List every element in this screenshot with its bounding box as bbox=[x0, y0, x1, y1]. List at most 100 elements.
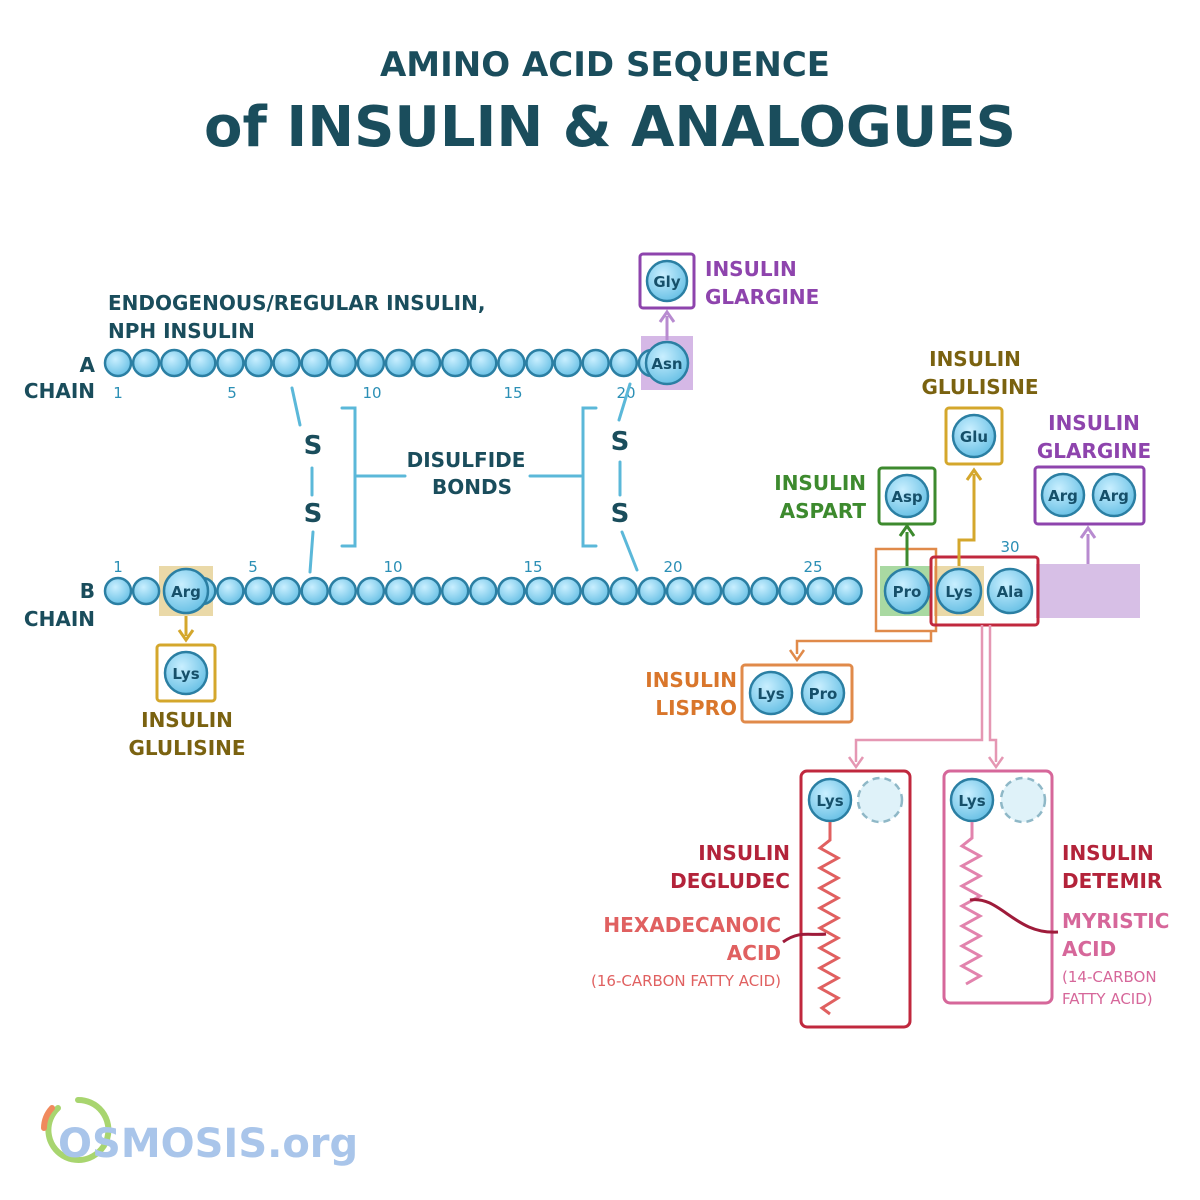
lys-pro-residues: Lys Pro bbox=[748, 670, 846, 716]
degludec-label-2: DEGLUDEC bbox=[670, 869, 790, 893]
connector-to-degludec bbox=[854, 625, 984, 762]
myristic-note-1: (14-CARBON bbox=[1062, 968, 1157, 986]
hexadecanoic-label-2: ACID bbox=[727, 941, 781, 965]
glu-label: Glu bbox=[960, 428, 988, 446]
detemir-lys-label: Lys bbox=[958, 792, 985, 810]
hexadecanoic-pointer bbox=[782, 932, 827, 944]
degludec-label-1: INSULIN bbox=[698, 841, 790, 865]
a-chain-bead bbox=[356, 348, 386, 378]
b-chain-bead bbox=[272, 576, 301, 606]
detemir-removed-residue bbox=[999, 776, 1047, 824]
lispro-label-2: LISPRO bbox=[655, 696, 737, 720]
b-num-25: 25 bbox=[803, 558, 822, 576]
b-chain-bead bbox=[581, 576, 610, 606]
b-chain-extension bbox=[1036, 564, 1140, 618]
a-chain-bead bbox=[159, 348, 189, 378]
b-num-5: 5 bbox=[248, 558, 258, 576]
b-num-30: 30 bbox=[1000, 538, 1019, 556]
b-num-10: 10 bbox=[383, 558, 402, 576]
logo-ring-icon bbox=[45, 1096, 112, 1163]
b-chain-bead bbox=[778, 576, 807, 606]
arrow-to-lispro bbox=[795, 631, 933, 654]
b-chain-bead bbox=[244, 576, 273, 606]
a-num-15: 15 bbox=[503, 384, 522, 402]
a-chain-bead bbox=[216, 348, 245, 378]
degludec-lys-label: Lys bbox=[816, 792, 843, 810]
myristic-pointer bbox=[969, 898, 1059, 934]
lispro-lys-label: Lys bbox=[757, 685, 784, 703]
arg-2-label: Arg bbox=[1099, 487, 1129, 505]
logo-text: OSMOSIS.org bbox=[58, 1121, 358, 1167]
b-chain-bead bbox=[525, 576, 554, 606]
b-chain-letter: B bbox=[80, 579, 95, 603]
arg-label: Arg bbox=[171, 583, 201, 601]
argarg-box bbox=[1033, 465, 1146, 526]
b-chain-bead bbox=[637, 576, 667, 606]
glargine-a-label-1: INSULIN bbox=[705, 257, 797, 281]
detemir-label-1: INSULIN bbox=[1062, 841, 1154, 865]
detemir-degludec-connectors bbox=[847, 625, 1005, 770]
aspart-label-1: INSULIN bbox=[774, 471, 866, 495]
gly-label: Gly bbox=[653, 273, 680, 291]
arrow-head-gly bbox=[658, 309, 676, 323]
a-chain-bead bbox=[609, 348, 639, 378]
b-chain-bead bbox=[440, 576, 470, 606]
b-chain-bead bbox=[216, 576, 245, 606]
b-chain-bead bbox=[103, 576, 133, 606]
disulfide-left-line-top bbox=[290, 386, 302, 427]
lispro-label-1: INSULIN bbox=[645, 668, 737, 692]
a-chain-bead bbox=[581, 348, 610, 378]
b-chain-bead bbox=[721, 576, 751, 606]
b-chain-bead bbox=[665, 576, 695, 606]
glu-residue: Glu bbox=[951, 413, 997, 459]
b-chain-bead bbox=[553, 576, 582, 606]
osmosis-logo: OSMOSIS.org bbox=[41, 1096, 358, 1167]
arrow-head-lispro bbox=[788, 649, 806, 663]
degludec-lys-residue: Lys bbox=[807, 777, 853, 823]
glargine-b-label-2: GLARGINE bbox=[1037, 439, 1151, 463]
lys-b29-residue: Lys bbox=[935, 567, 983, 615]
disulfide-right-line-bottom bbox=[620, 530, 639, 572]
b-chain-bead bbox=[750, 576, 779, 606]
a-num-1: 1 bbox=[113, 384, 123, 402]
glu-box bbox=[944, 406, 1004, 466]
endogenous-label-line-2: NPH INSULIN bbox=[108, 319, 255, 343]
a-chain-beads bbox=[103, 348, 667, 378]
asn-residue: Asn bbox=[644, 340, 690, 386]
b-chain-bead bbox=[131, 576, 161, 606]
glargine-a-label-2: GLARGINE bbox=[705, 285, 819, 309]
sulfur-right-bottom: S bbox=[611, 499, 630, 529]
arrow-head-asp bbox=[898, 523, 916, 537]
arrow-head-argarg bbox=[1079, 525, 1097, 539]
sulfur-left-bottom: S bbox=[304, 499, 323, 529]
title-line-1: AMINO ACID SEQUENCE bbox=[380, 45, 830, 85]
arrow-head-lys-bottom bbox=[177, 629, 195, 643]
endogenous-label-line-1: ENDOGENOUS/REGULAR INSULIN, bbox=[108, 291, 485, 315]
pro-label: Pro bbox=[893, 583, 922, 601]
bracket-left bbox=[340, 406, 357, 548]
arg-1-label: Arg bbox=[1048, 487, 1078, 505]
b-chain-bead bbox=[328, 576, 358, 606]
lispro-box bbox=[740, 663, 854, 724]
lys-bottom-label: Lys bbox=[172, 665, 199, 683]
bracket-right bbox=[581, 406, 598, 548]
myristic-chain bbox=[958, 822, 984, 986]
b-chain-bead bbox=[609, 576, 639, 606]
degludec-removed-residue bbox=[856, 776, 904, 824]
a-chain-bead bbox=[440, 348, 470, 378]
b-chain-bead bbox=[384, 576, 414, 606]
myristic-note-2: FATTY ACID) bbox=[1062, 990, 1153, 1008]
b-chain-numbers: 1 5 10 15 20 25 30 bbox=[113, 538, 1019, 576]
a-chain-bead bbox=[384, 348, 414, 378]
lys-bottom-box bbox=[155, 643, 217, 703]
a-chain-bead bbox=[412, 348, 442, 378]
pro-residue: Pro bbox=[883, 567, 931, 615]
gly-box bbox=[638, 252, 696, 310]
a-chain-bead bbox=[469, 348, 498, 378]
glulisine-bottom-label-1: INSULIN bbox=[141, 708, 233, 732]
glargine-b-label-1: INSULIN bbox=[1048, 411, 1140, 435]
a-chain-bead bbox=[188, 348, 217, 378]
lys-bottom-residue: Lys bbox=[163, 650, 209, 696]
disulfide-bonds bbox=[290, 382, 639, 574]
glulisine-bottom-label-2: GLULISINE bbox=[128, 736, 245, 760]
